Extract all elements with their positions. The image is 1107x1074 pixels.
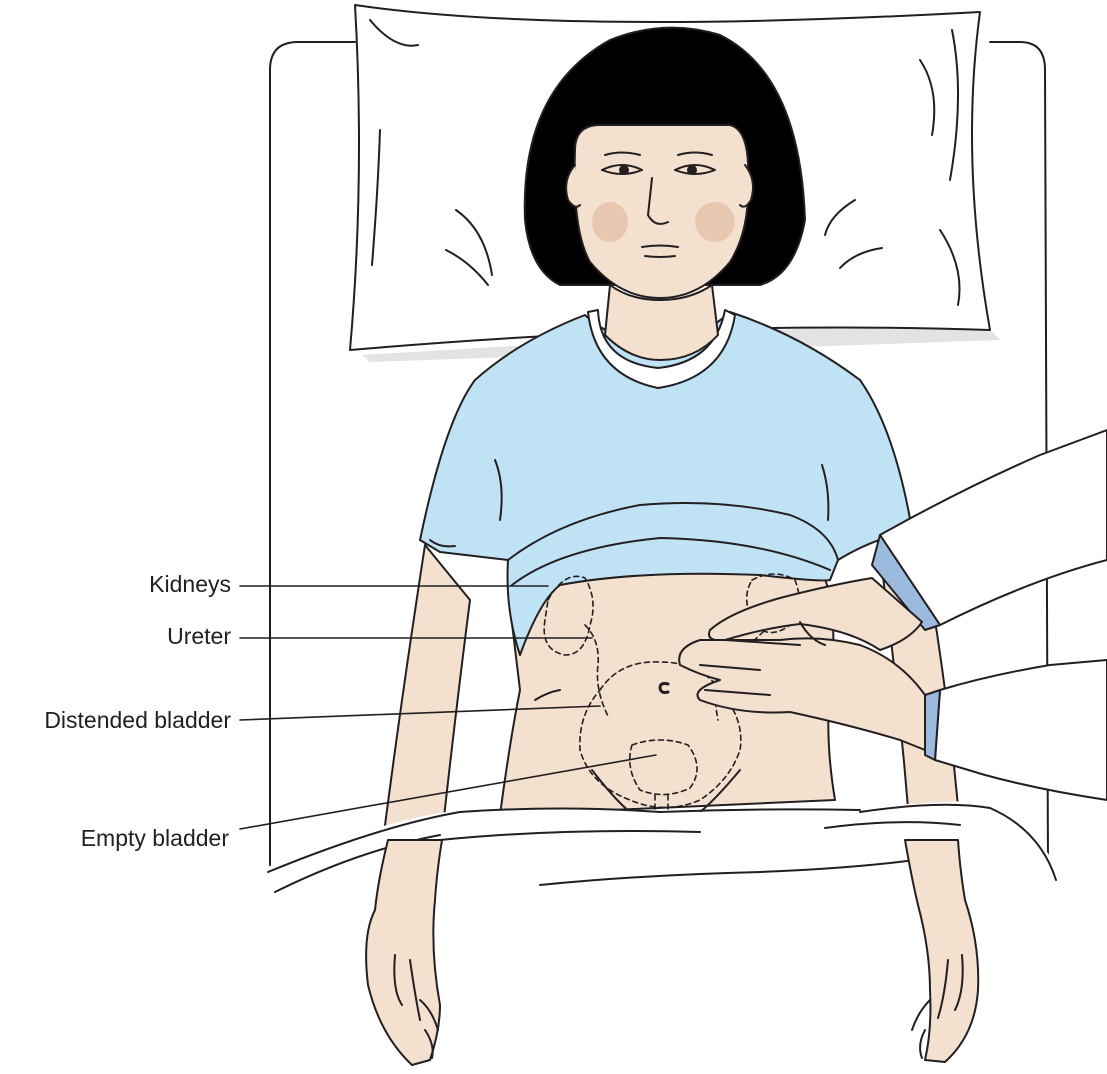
left-fingers-over-sheet bbox=[393, 954, 439, 1059]
shirt-fold-3 bbox=[429, 539, 456, 548]
eye-left bbox=[601, 164, 643, 175]
bed-frame bbox=[269, 41, 1049, 871]
right-forearm-over-sheet bbox=[904, 839, 980, 1063]
examiner-lower-sleeve bbox=[934, 659, 1107, 801]
ear-right bbox=[739, 164, 754, 208]
shirt-collar bbox=[587, 309, 736, 389]
pillow-crease-5 bbox=[919, 59, 936, 136]
examiner-lower-hand bbox=[678, 637, 926, 751]
sheet-line-2 bbox=[274, 834, 441, 893]
pillow-crease-6 bbox=[949, 29, 960, 181]
sheet-line-1 bbox=[267, 811, 461, 873]
pillow-crease-8 bbox=[839, 247, 883, 269]
pillow-crease-4 bbox=[445, 249, 489, 286]
navel bbox=[658, 682, 670, 694]
empty-bladder-outline bbox=[629, 739, 698, 796]
pillow-crease-3 bbox=[455, 209, 493, 276]
cheek-left bbox=[592, 202, 628, 242]
pupil-left bbox=[619, 165, 629, 175]
shirt-roll-1 bbox=[507, 501, 839, 561]
pupil-right bbox=[687, 165, 697, 175]
face bbox=[573, 124, 750, 299]
leader-empty-bladder bbox=[239, 754, 657, 830]
sheet-line-7 bbox=[824, 821, 961, 829]
sheet-line-3 bbox=[459, 807, 861, 813]
nose bbox=[647, 177, 669, 225]
examiner-finger-lines bbox=[699, 621, 826, 696]
label-distended-bladder: Distended bladder bbox=[44, 707, 231, 733]
label-ureter: Ureter bbox=[167, 623, 231, 649]
brow-right bbox=[677, 151, 713, 156]
label-kidneys: Kidneys bbox=[149, 571, 231, 597]
ureter-left-outline bbox=[584, 624, 609, 717]
mouth bbox=[641, 244, 679, 258]
shirt-fold-2 bbox=[821, 464, 830, 521]
brow-left bbox=[604, 151, 641, 156]
cheek-right bbox=[695, 202, 735, 242]
sheet-line-4 bbox=[439, 830, 701, 841]
pillow-crease-1 bbox=[369, 19, 419, 47]
eye-right bbox=[674, 164, 716, 175]
distended-bladder-outline bbox=[579, 661, 742, 809]
shirt-fold-1 bbox=[494, 459, 503, 521]
sheet-line-6 bbox=[859, 803, 1057, 881]
sheet bbox=[265, 800, 1060, 1069]
kidney-left-outline bbox=[543, 575, 594, 656]
neck bbox=[604, 284, 719, 361]
pillow-crease-2 bbox=[371, 129, 381, 266]
label-empty-bladder: Empty bladder bbox=[80, 825, 229, 851]
ear-left bbox=[565, 164, 581, 208]
sheet-line-5 bbox=[539, 857, 931, 886]
right-fingers-over-sheet bbox=[911, 954, 964, 1059]
urethra-outline bbox=[654, 794, 669, 816]
left-forearm-over-sheet bbox=[365, 839, 443, 1066]
leader-distended-bladder bbox=[239, 705, 601, 721]
pillow-crease-7 bbox=[824, 199, 856, 236]
shirt-roll-2 bbox=[511, 537, 831, 586]
shirt bbox=[419, 311, 913, 656]
waist-line bbox=[534, 689, 561, 701]
pillow-crease-9 bbox=[939, 229, 961, 306]
examiner-upper-sleeve bbox=[879, 429, 1107, 626]
